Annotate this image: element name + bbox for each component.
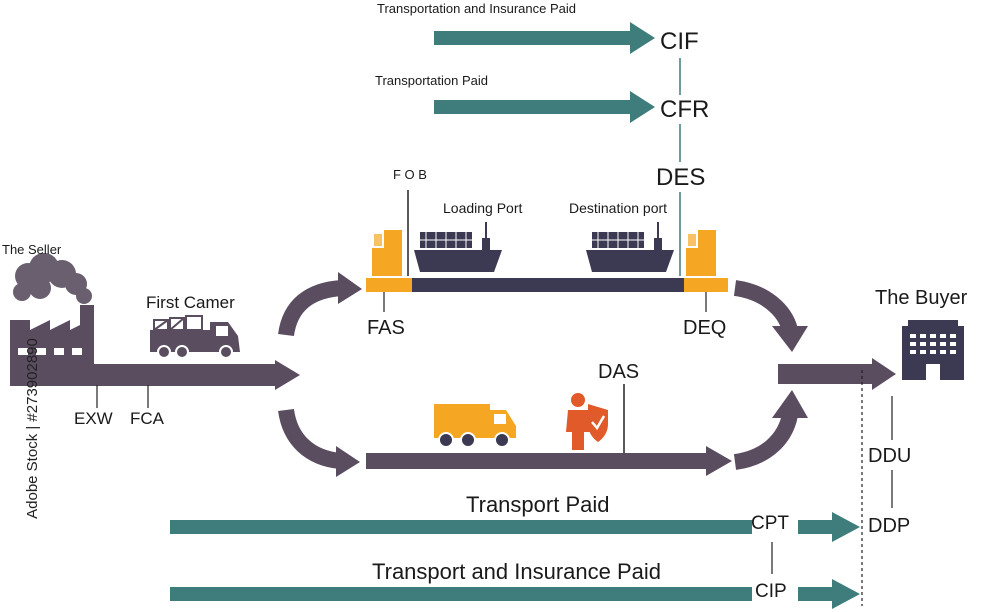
first-carrier-truck-icon — [150, 315, 240, 359]
side-watermark: Adobe Stock | #273902890 — [23, 338, 41, 519]
buyer-main-arrow — [778, 358, 896, 390]
transport-paid-caption: Transport Paid — [466, 492, 610, 517]
first-carrier-label: First Camer — [146, 293, 235, 312]
fob-term: F O B — [393, 167, 427, 182]
cif-term: CIF — [660, 28, 699, 55]
des-term: DES — [656, 164, 706, 191]
ship-icon — [414, 222, 502, 272]
cip-arrow — [170, 579, 860, 609]
ddp-term: DDP — [868, 515, 911, 537]
cip-term: CIP — [755, 581, 787, 602]
das-term: DAS — [598, 361, 640, 383]
buyer-building-icon — [902, 320, 964, 380]
protected-person-icon — [566, 393, 608, 450]
fas-term: FAS — [367, 317, 405, 339]
seller-label: The Seller — [2, 242, 62, 257]
sea-route-bar — [366, 278, 728, 292]
crane-icon — [686, 230, 716, 276]
cif-caption: Transportation and Insurance Paid — [377, 1, 576, 16]
cfr-term: CFR — [660, 96, 710, 123]
fca-term: FCA — [130, 409, 164, 428]
destination-port-label: Destination port — [569, 200, 668, 216]
loading-port-label: Loading Port — [443, 200, 523, 216]
ddu-term: DDU — [868, 445, 912, 467]
curve-down-to-land-arrow — [278, 408, 360, 477]
ship-icon — [586, 222, 674, 272]
cfr-caption: Transportation Paid — [375, 73, 488, 88]
cpt-term: CPT — [751, 513, 789, 534]
cfr-arrow — [434, 91, 655, 123]
curve-up-to-sea-arrow — [278, 272, 362, 337]
buyer-label: The Buyer — [875, 287, 968, 309]
exw-term: EXW — [74, 409, 113, 428]
deq-term: DEQ — [683, 317, 727, 339]
delivery-truck-icon — [434, 404, 516, 448]
land-route-arrow — [366, 446, 732, 476]
transport-insurance-paid-caption: Transport and Insurance Paid — [372, 559, 662, 584]
seller-main-arrow — [10, 360, 300, 390]
crane-icon — [372, 230, 402, 276]
factory-icon — [10, 253, 94, 372]
cif-arrow — [434, 22, 655, 54]
curve-land-to-buyer-arrow — [733, 390, 808, 470]
cpt-arrow — [170, 512, 860, 542]
curve-sea-to-buyer-arrow — [733, 280, 808, 352]
